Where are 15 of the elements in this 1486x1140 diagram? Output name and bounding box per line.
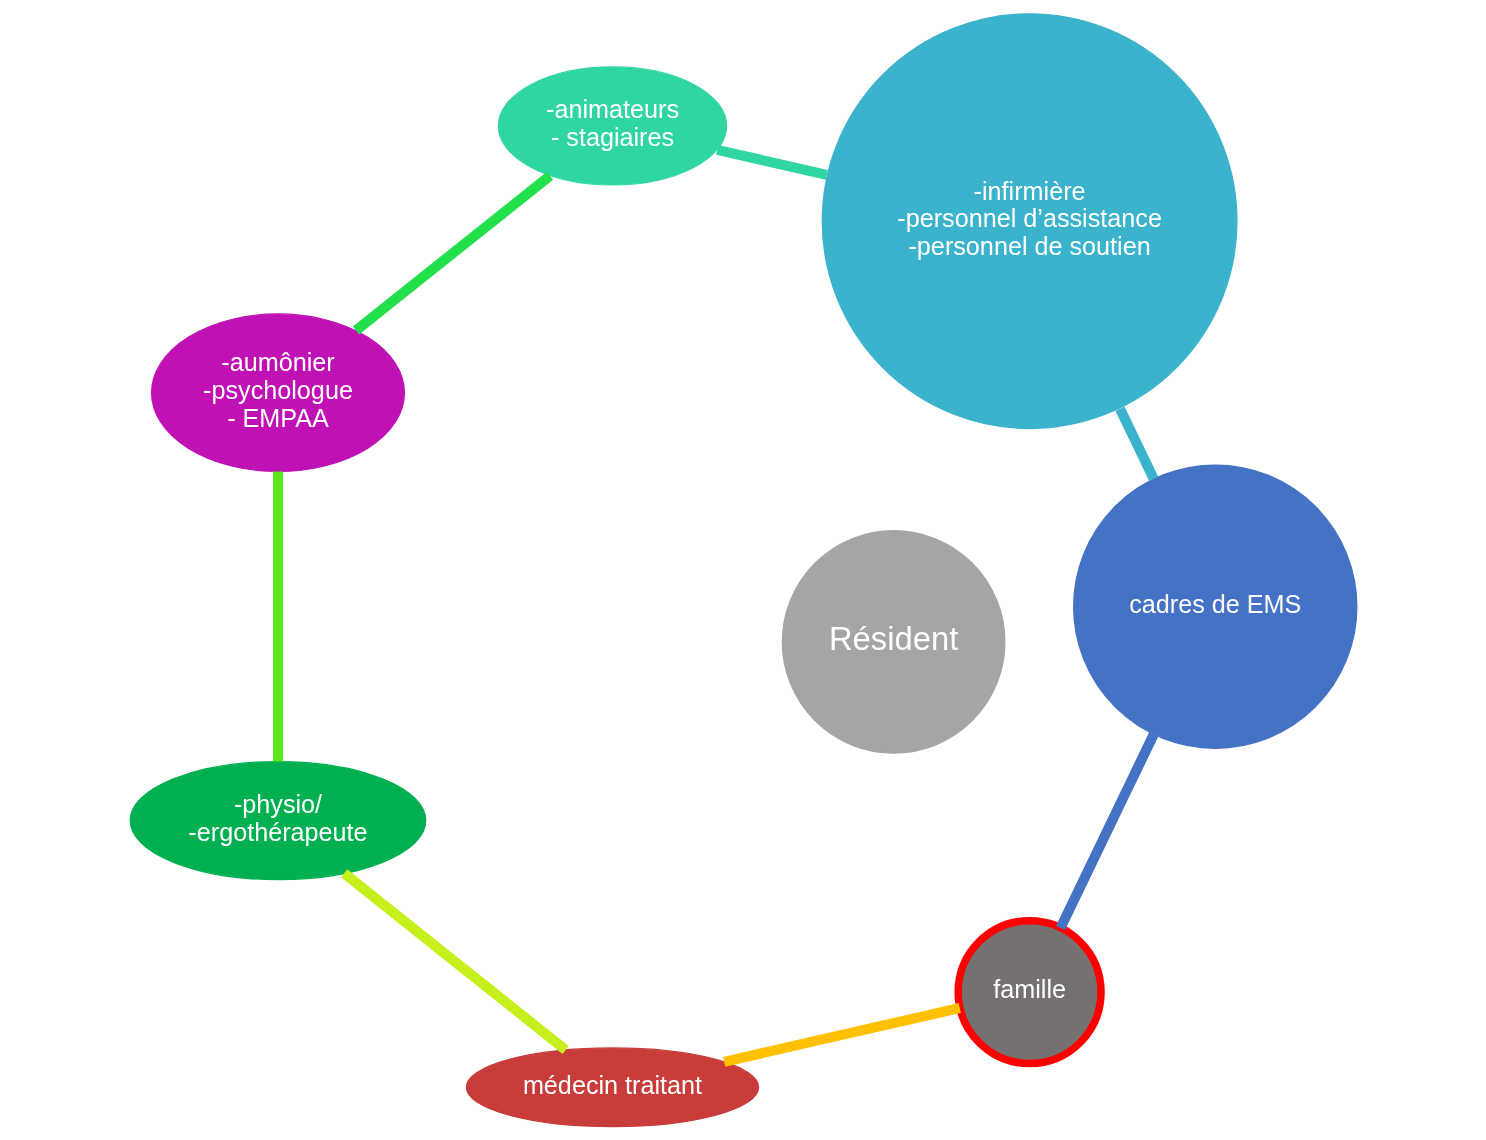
node-circle: Résident xyxy=(781,530,1005,754)
node-ellipse: -aumônier -psychologue - EMPAA xyxy=(150,313,405,473)
connector xyxy=(1114,406,1158,482)
node-ellipse: -animateurs - stagiaires xyxy=(497,66,727,186)
node-ellipse: médecin traitant xyxy=(465,1047,759,1128)
node-ellipse: -physio/ -ergothérapeute xyxy=(129,760,426,881)
connector xyxy=(272,471,283,762)
connector xyxy=(340,869,569,1054)
connector xyxy=(352,171,553,335)
node-circle: -infirmière -personnel d’assistance -personnel de soutien xyxy=(821,13,1238,430)
connector xyxy=(1055,732,1158,931)
node-circle: cadres de EMS xyxy=(1072,464,1357,749)
connector xyxy=(722,1003,961,1067)
connector xyxy=(715,144,828,180)
node-circle: famille xyxy=(953,916,1105,1068)
